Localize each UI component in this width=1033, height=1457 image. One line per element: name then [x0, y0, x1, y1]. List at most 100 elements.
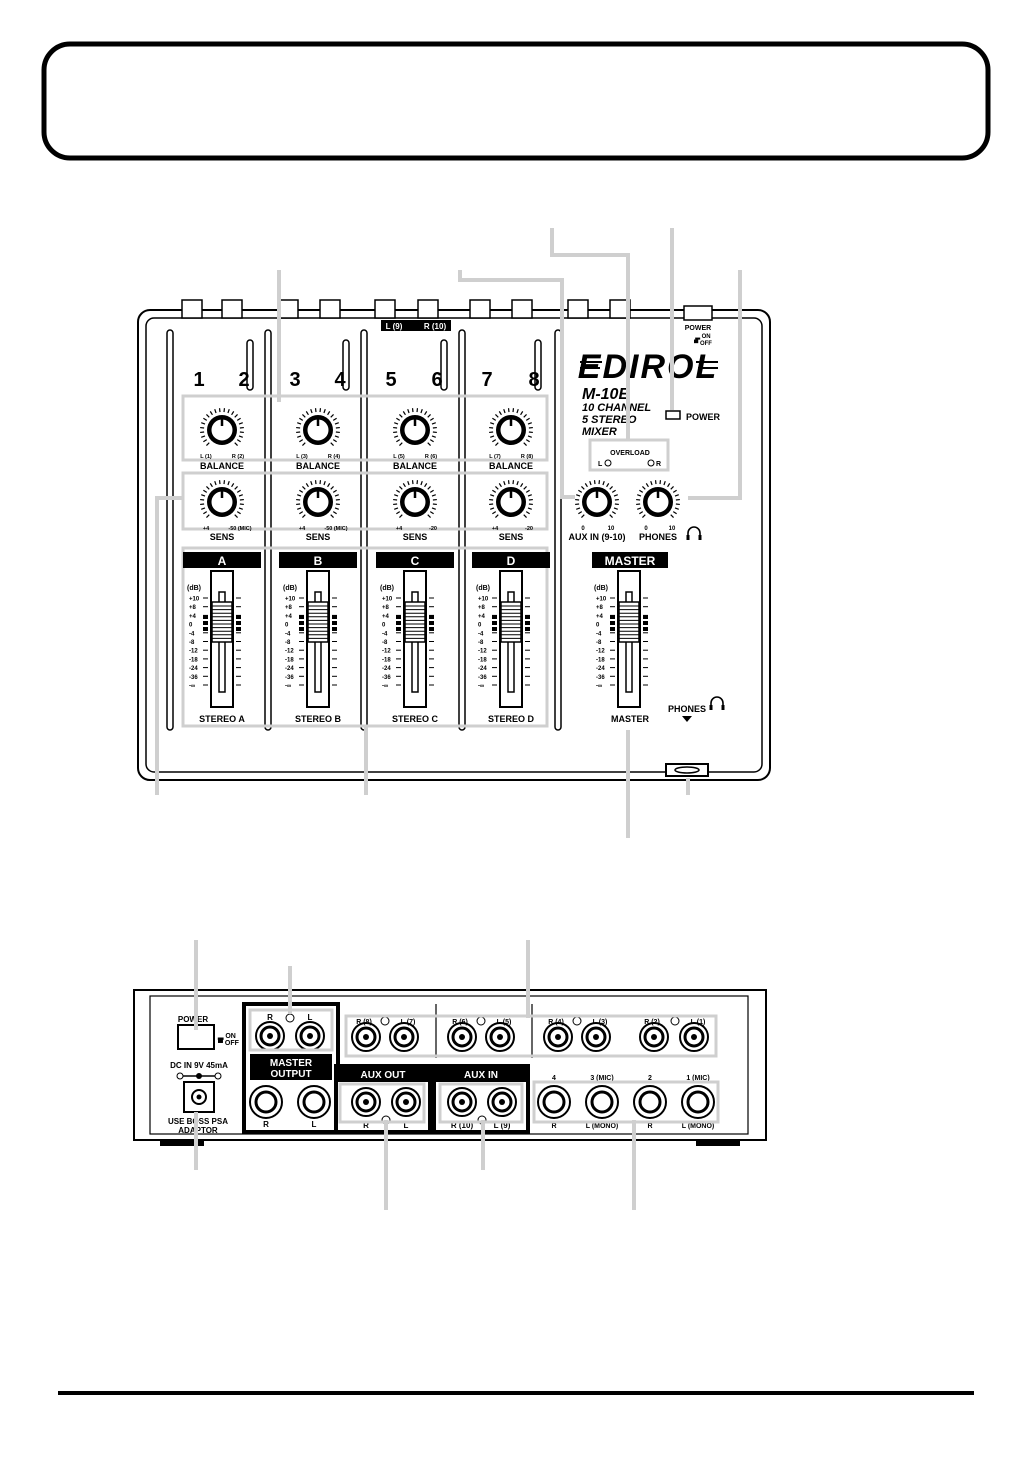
fader-master: +10+8+40-4-8-12-18-24-36-∞(dB) [594, 570, 648, 708]
mono-input-jack[interactable] [537, 1085, 571, 1119]
top-power-on: ▂ ON [694, 334, 710, 340]
input-rca-jack[interactable] [581, 1022, 611, 1052]
fader-knob[interactable] [307, 601, 329, 643]
rear-power-switch[interactable] [177, 1024, 215, 1050]
db-tick-label: -18 [478, 657, 487, 663]
top-input-jack[interactable] [181, 299, 203, 319]
aux-in-l9: L (9) [494, 1121, 511, 1130]
top-input-jack[interactable] [511, 299, 533, 319]
top-jack-label-r10: R (10) [424, 322, 447, 331]
top-input-jack[interactable] [221, 299, 243, 319]
balance-knob-c[interactable] [393, 408, 437, 446]
aux-scale-min: 0 [581, 526, 585, 532]
input-rca-jack[interactable] [485, 1022, 515, 1052]
balance-scale-right: R (6) [425, 454, 437, 460]
db-tick-label: -4 [382, 631, 388, 637]
sens-knob-a[interactable] [200, 480, 244, 518]
sens-scale-right: -20 [429, 526, 437, 532]
input-rca-jack[interactable] [639, 1022, 669, 1052]
rca-label: L (7) [401, 1019, 416, 1026]
master-out-rca-r[interactable] [255, 1021, 285, 1051]
fader-knob[interactable] [618, 601, 640, 643]
sens-knob-c[interactable] [393, 480, 437, 518]
input-rca-jack[interactable] [543, 1022, 573, 1052]
rca-label: R (2) [644, 1019, 660, 1026]
brand-logo: EDIROL [578, 348, 718, 386]
db-tick-label: -24 [596, 666, 605, 672]
mono-input-jack[interactable] [681, 1085, 715, 1119]
master-output-line-2: OUTPUT [270, 1069, 311, 1080]
aux-in-knob[interactable] [575, 480, 619, 518]
db-tick-label: -18 [596, 657, 605, 663]
fader-b: +10+8+40-4-8-12-18-24-36-∞(dB) [283, 570, 337, 708]
top-input-jack[interactable] [567, 299, 589, 319]
db-unit-label: (dB) [283, 585, 297, 592]
fader-d: +10+8+40-4-8-12-18-24-36-∞(dB) [476, 570, 530, 708]
strip-letter-bg [376, 552, 454, 568]
aux-in-r10: R (10) [451, 1121, 474, 1130]
top-input-jack[interactable] [319, 299, 341, 319]
top-input-jack[interactable] [469, 299, 491, 319]
desc-line-3: MIXER [582, 426, 617, 438]
rear-callout-lines [194, 940, 636, 1210]
aux-knob-label: AUX IN (9-10) [568, 532, 625, 542]
sens-knob-d[interactable] [489, 480, 533, 518]
aux-out-rca-r[interactable] [351, 1087, 381, 1117]
mono-top-label: 3 (MIC) [590, 1075, 613, 1082]
top-input-jack[interactable] [374, 299, 396, 319]
balance-knob-b[interactable] [296, 408, 340, 446]
mono-input-jack[interactable] [633, 1085, 667, 1119]
rca-label: L (1) [691, 1019, 706, 1026]
fader-knob[interactable] [404, 601, 426, 643]
headphones-icon [686, 526, 702, 540]
strip-letter-bg [279, 552, 357, 568]
phones-level-knob[interactable] [636, 480, 680, 518]
strip-name-a: STEREO A [199, 714, 245, 724]
desc-line-2: 5 STEREO [582, 414, 637, 426]
top-input-jack[interactable] [417, 299, 439, 319]
overload-l-led [604, 459, 612, 467]
balance-knob-a[interactable] [200, 408, 244, 446]
power-led [665, 410, 681, 420]
master-header-bg [592, 552, 668, 568]
input-rca-jack[interactable] [679, 1022, 709, 1052]
input-rca-jack[interactable] [389, 1022, 419, 1052]
fader-knob[interactable] [211, 601, 233, 643]
sens-callout-box [181, 471, 549, 531]
master-out-rca-l[interactable] [295, 1021, 325, 1051]
adaptor-line-2: ADAPTOR [178, 1126, 218, 1135]
balance-scale-right: R (4) [328, 454, 340, 460]
input-rca-jack[interactable] [351, 1022, 381, 1052]
mono-input-jack[interactable] [585, 1085, 619, 1119]
sens-knob-b[interactable] [296, 480, 340, 518]
title-box [41, 41, 991, 161]
mono-top-label: 1 (MIC) [686, 1075, 709, 1082]
master-out-phone-l[interactable] [297, 1085, 331, 1119]
dc-in-label: DC IN 9V 45mA [170, 1061, 228, 1070]
db-tick-label: -∞ [285, 684, 291, 690]
phones-jack[interactable] [665, 763, 709, 777]
aux-in-rca-l[interactable] [487, 1087, 517, 1117]
master-out-phone-r[interactable] [249, 1085, 283, 1119]
top-power-switch[interactable] [683, 305, 713, 321]
master-output-top-l: L [308, 1013, 313, 1022]
aux-in-rca-r[interactable] [447, 1087, 477, 1117]
balance-label: BALANCE [393, 461, 437, 471]
strip-mid-divider [342, 339, 350, 391]
db-tick-label: +4 [382, 614, 390, 620]
db-tick-label: 0 [596, 623, 600, 629]
rca-label: R (4) [548, 1019, 564, 1026]
db-tick-label: +10 [189, 597, 200, 603]
input-rca-jack[interactable] [447, 1022, 477, 1052]
db-tick-label: -8 [382, 640, 388, 646]
mono-top-label: 2 [648, 1075, 652, 1082]
sens-label: SENS [210, 532, 235, 542]
balance-scale-right: R (8) [521, 454, 533, 460]
db-tick-label: -12 [285, 649, 294, 655]
channel-number-2: 2 [238, 369, 249, 391]
aux-out-rca-l[interactable] [391, 1087, 421, 1117]
strip-letter-bg [183, 552, 261, 568]
db-tick-label: +10 [382, 597, 393, 603]
fader-knob[interactable] [500, 601, 522, 643]
balance-knob-d[interactable] [489, 408, 533, 446]
